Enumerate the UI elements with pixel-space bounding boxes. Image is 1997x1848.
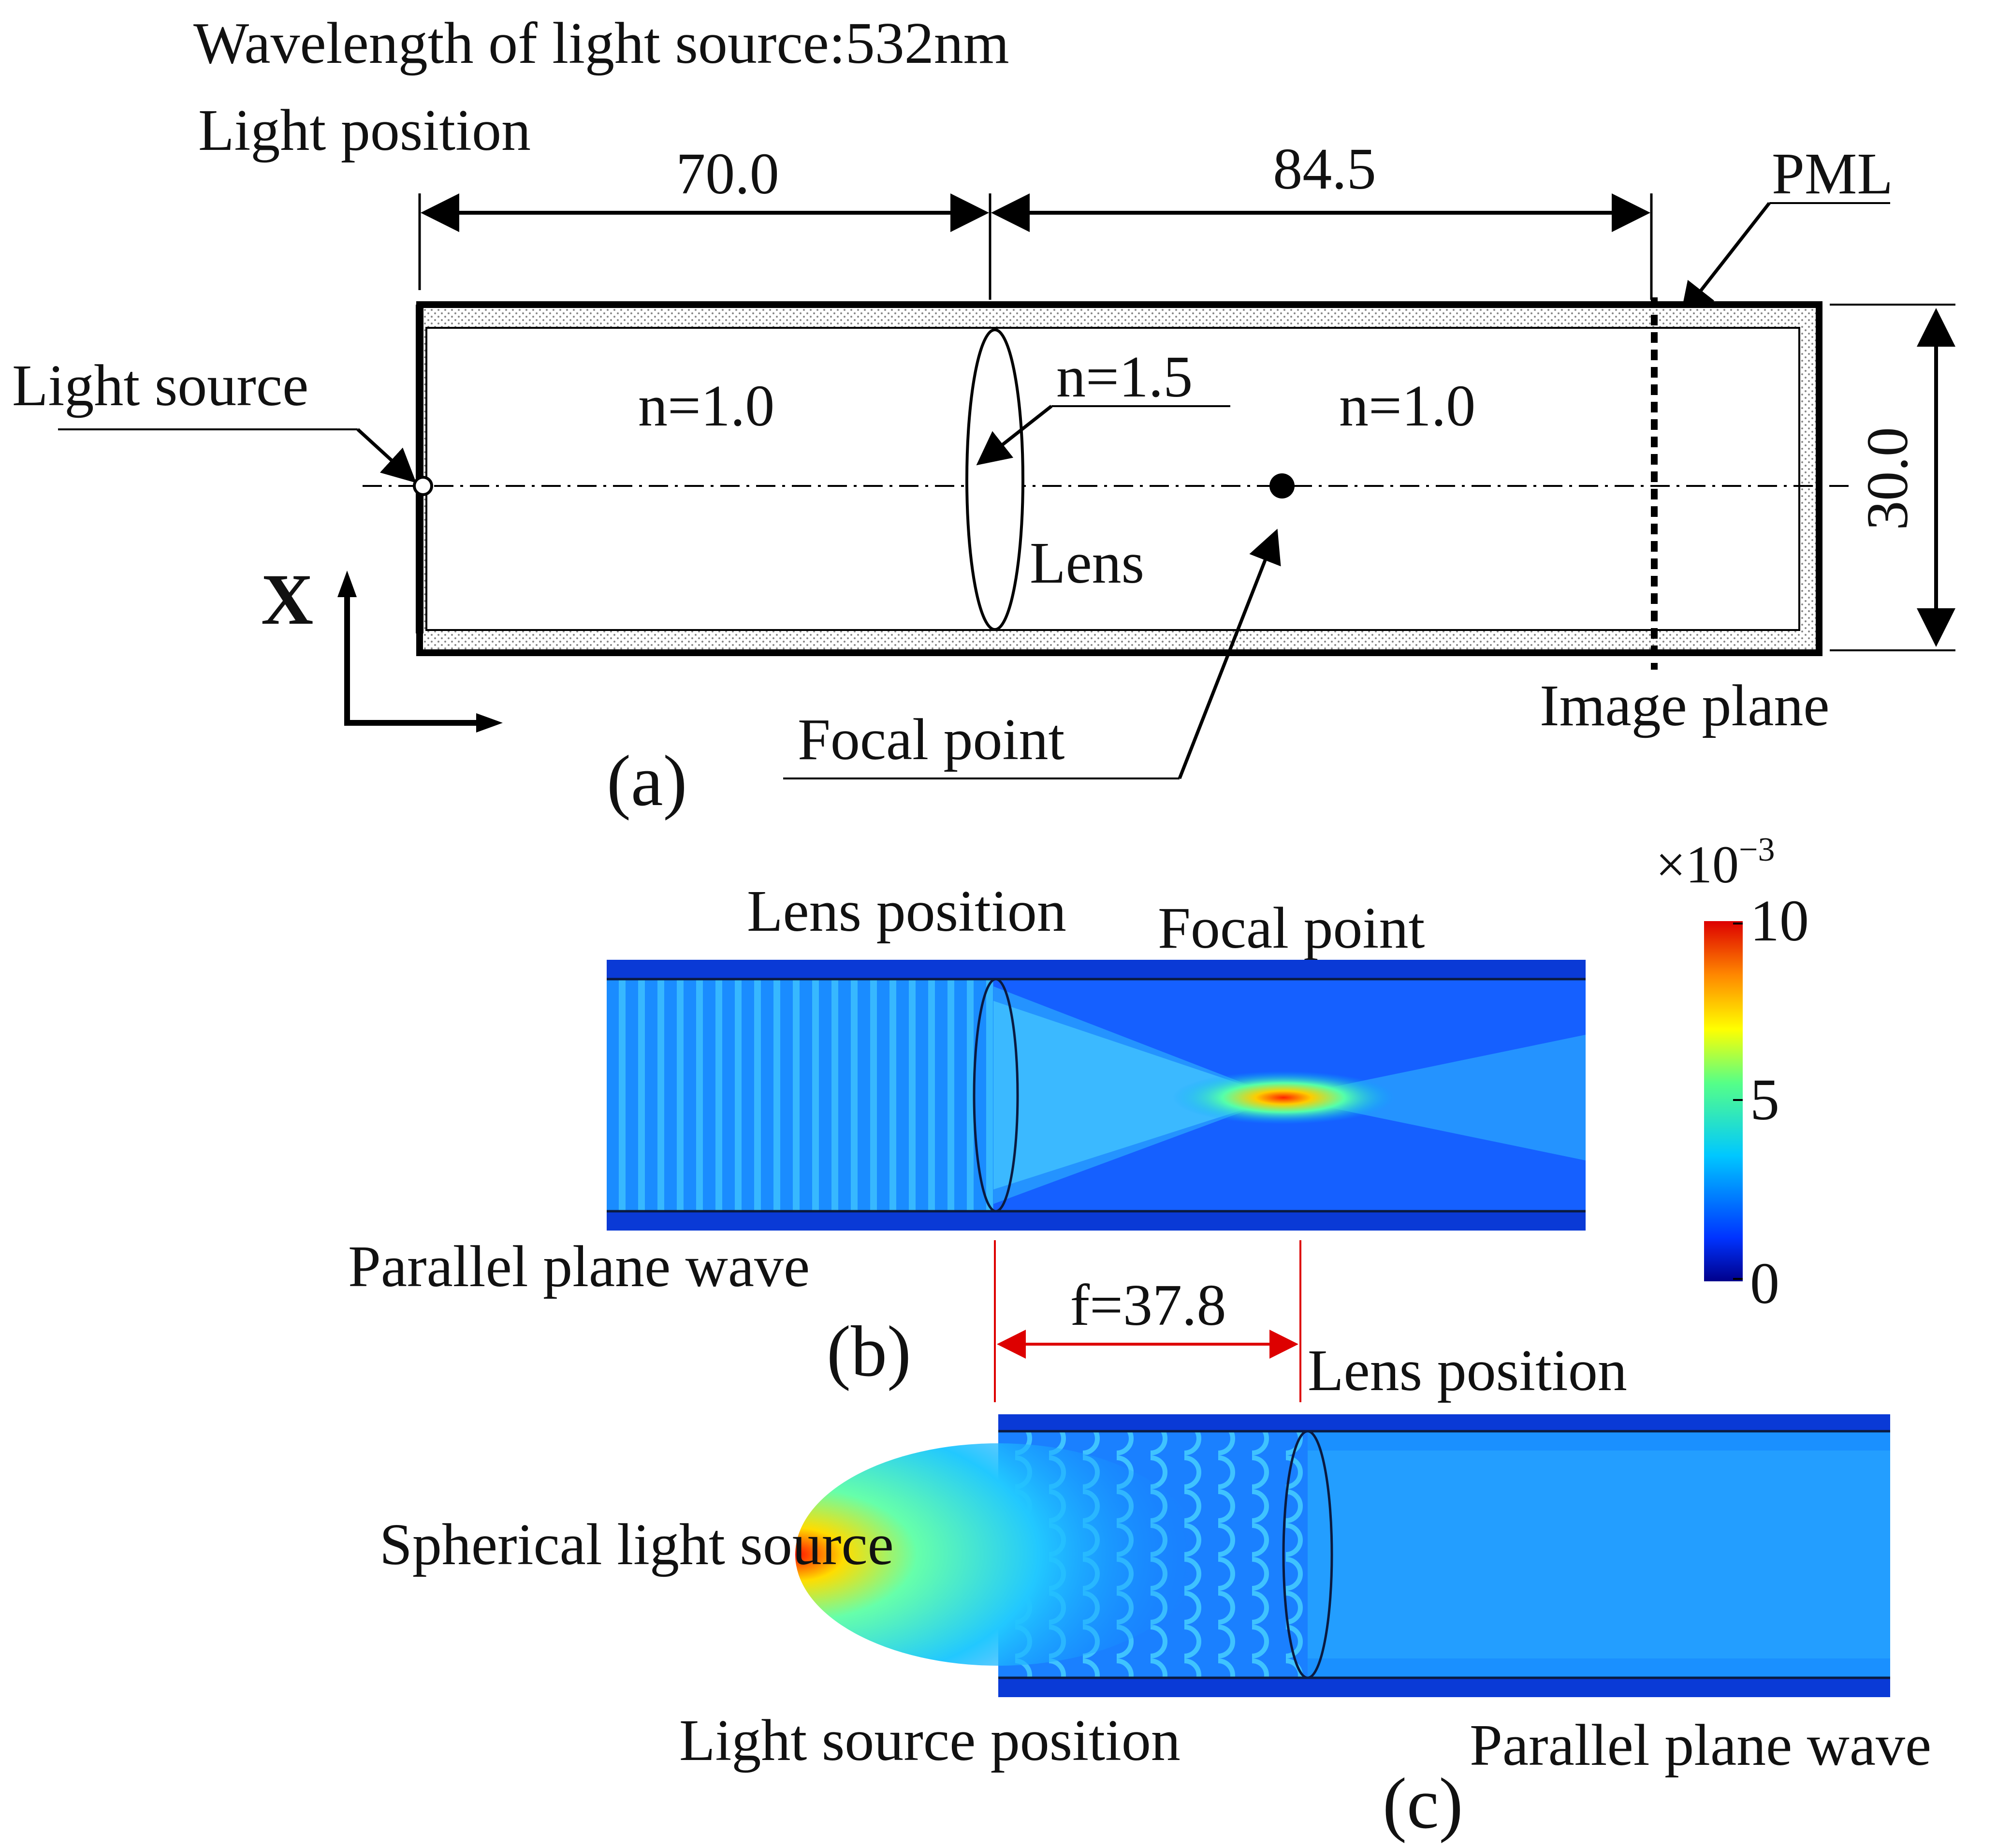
- field-map-c: [795, 1414, 1890, 1697]
- n-right-label: n=1.0: [1339, 373, 1475, 439]
- panel-c-label: (c): [1383, 1763, 1463, 1844]
- c-light-source-position-label: Light source position: [679, 1708, 1181, 1773]
- b-parallel-wave-label: Parallel plane wave: [348, 1234, 810, 1299]
- focal-length-label: f=37.8: [1070, 1273, 1226, 1338]
- colorbar-multiplier-base: ×10: [1656, 835, 1739, 894]
- c-lens-position-label: Lens position: [1308, 1338, 1627, 1403]
- axis-up-arrowhead: [337, 571, 357, 597]
- axes-corner: [344, 585, 488, 726]
- field-map-b: [607, 960, 1586, 1231]
- colorbar-multiplier: ×10−3: [1656, 831, 1775, 894]
- light-source-arrow: [356, 428, 417, 483]
- light-source-label: Light source: [12, 353, 308, 418]
- focal-point-arrow: [1178, 528, 1281, 779]
- c-spherical-source-label: Spherical light source: [379, 1512, 894, 1577]
- b-lens-position-label: Lens position: [747, 879, 1066, 944]
- inner-domain: [425, 327, 1800, 631]
- lens-label: Lens: [1030, 530, 1144, 596]
- panel-c: Lens position Spherical light source Lig…: [379, 1338, 1931, 1844]
- panel-a-label: (a): [607, 741, 687, 821]
- colorbar-tick-0: 0: [1750, 1251, 1779, 1316]
- field-c-source-hotspot: [795, 1443, 1201, 1666]
- colorbar-gradient: [1704, 921, 1743, 1281]
- dim-label-left: 70.0: [676, 141, 779, 206]
- b-focal-point-label: Focal point: [1158, 895, 1425, 961]
- focal-point-label: Focal point: [798, 707, 1064, 772]
- field-c-lens-outline: [1282, 1430, 1333, 1679]
- colorbar-tick-10: 10: [1750, 888, 1809, 953]
- image-plane-label: Image plane: [1540, 673, 1830, 738]
- height-dim-label: 30.0: [1855, 427, 1920, 530]
- c-parallel-wave-label: Parallel plane wave: [1470, 1713, 1931, 1778]
- focal-point-dot: [1269, 473, 1295, 499]
- field-b-beam-core: [993, 1001, 1281, 1189]
- panel-b-label: (b): [827, 1311, 911, 1392]
- n-left-label: n=1.0: [638, 373, 774, 439]
- colorbar: ×10−3 10 5 0: [1656, 831, 1809, 1316]
- colorbar-multiplier-exp: −3: [1739, 831, 1775, 868]
- light-source-point: [413, 476, 433, 496]
- axis-right-arrowhead: [476, 713, 503, 733]
- x-axis-label: X: [261, 559, 313, 640]
- colorbar-tick-5: 5: [1750, 1067, 1779, 1132]
- field-c-collimated-beam: [1308, 1451, 1890, 1658]
- lens-shape: [965, 328, 1024, 631]
- field-b-focus-hotspot: [1172, 1071, 1395, 1124]
- pml-label: PML: [1772, 141, 1893, 206]
- panel-a: Wavelength of light source:532nm Light p…: [12, 11, 1955, 821]
- pml-leader-arrow: [1680, 202, 1771, 317]
- n-lens-label: n=1.5: [1056, 344, 1193, 410]
- n-lens-arrow: [976, 405, 1053, 466]
- wavelength-label: Wavelength of light source:532nm: [193, 11, 1009, 76]
- panel-b: Lens position Focal point Parallel plane…: [348, 879, 1586, 1402]
- dim-label-right: 84.5: [1273, 136, 1376, 202]
- field-b-lens-outline: [973, 978, 1019, 1213]
- light-position-label: Light position: [198, 98, 531, 163]
- field-b-incident-fringes: [607, 979, 993, 1211]
